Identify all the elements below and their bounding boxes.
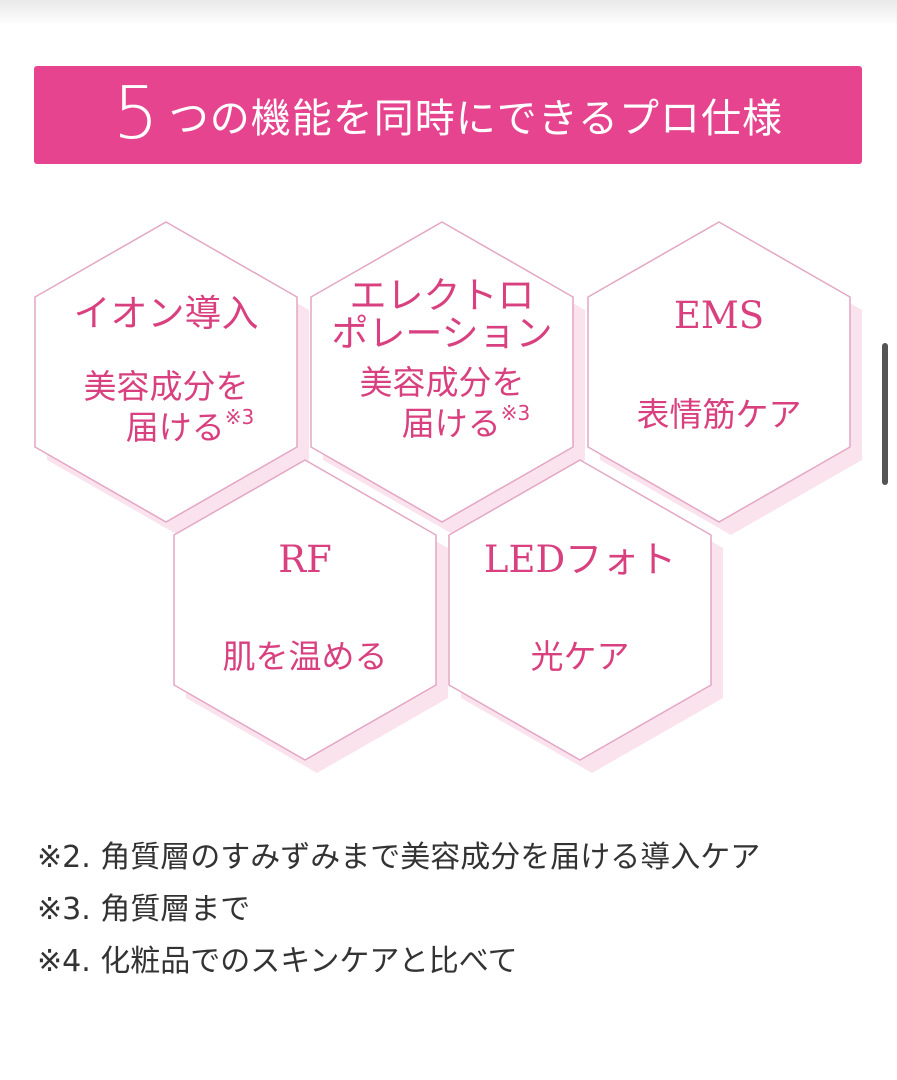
feature-title: EMS [673, 294, 765, 337]
feature-title-line2: ポレーション [331, 312, 553, 355]
hexagon-ion-import [34, 221, 298, 523]
hexagon-outlines [34, 221, 851, 761]
feature-desc-line1: 肌を温める [222, 637, 388, 676]
footnote-4: ※4. 化粧品でのスキンケアと比べて [37, 944, 518, 979]
hexagon-electroporation [310, 221, 574, 523]
footnote-ref: ※3 [224, 405, 255, 429]
feature-ion-import: イオン導入 美容成分を 届ける※3 [46, 294, 286, 448]
feature-desc-line1: 美容成分を [83, 367, 249, 406]
hexagon-ems [587, 221, 851, 523]
feature-led-photo: LEDフォト 光ケア [460, 540, 700, 677]
feature-desc-line1: 光ケア [530, 637, 630, 676]
feature-title-line1: エレクトロ [349, 274, 535, 317]
feature-title: LEDフォト [483, 538, 677, 581]
section-header-banner: 5 つの機能を同時にできるプロ仕様 [34, 66, 862, 164]
footnote-2: ※2. 角質層のすみずみまで美容成分を届ける導入ケア [37, 840, 761, 875]
feature-desc-line1: 美容成分を [359, 363, 525, 402]
feature-title: イオン導入 [73, 292, 259, 335]
footnote-ref: ※3 [500, 401, 531, 425]
feature-rf: RF 肌を温める [185, 540, 425, 677]
feature-title: RF [278, 538, 332, 581]
footnotes: ※2. 角質層のすみずみまで美容成分を届ける導入ケア ※3. 角質層まで ※4.… [37, 832, 857, 988]
feature-desc-text: 届ける [401, 404, 501, 443]
feature-electroporation: エレクトロ ポレーション 美容成分を 届ける※3 [322, 276, 562, 444]
header-title: つの機能を同時にできるプロ仕様 [168, 96, 783, 142]
scrollbar-thumb[interactable] [882, 343, 888, 485]
feature-desc-line2: 届ける※3 [46, 407, 286, 448]
feature-desc-text: 届ける [125, 408, 225, 447]
footnote-3: ※3. 角質層まで [37, 892, 251, 927]
feature-desc-line2: 届ける※3 [322, 403, 562, 444]
feature-desc-line1: 表情筋ケア [636, 395, 802, 434]
hexagon-rf [173, 459, 437, 761]
hexagon-led [448, 459, 712, 761]
top-fade [0, 0, 897, 26]
feature-ems: EMS 表情筋ケア [599, 296, 839, 435]
header-number: 5 [112, 71, 159, 155]
